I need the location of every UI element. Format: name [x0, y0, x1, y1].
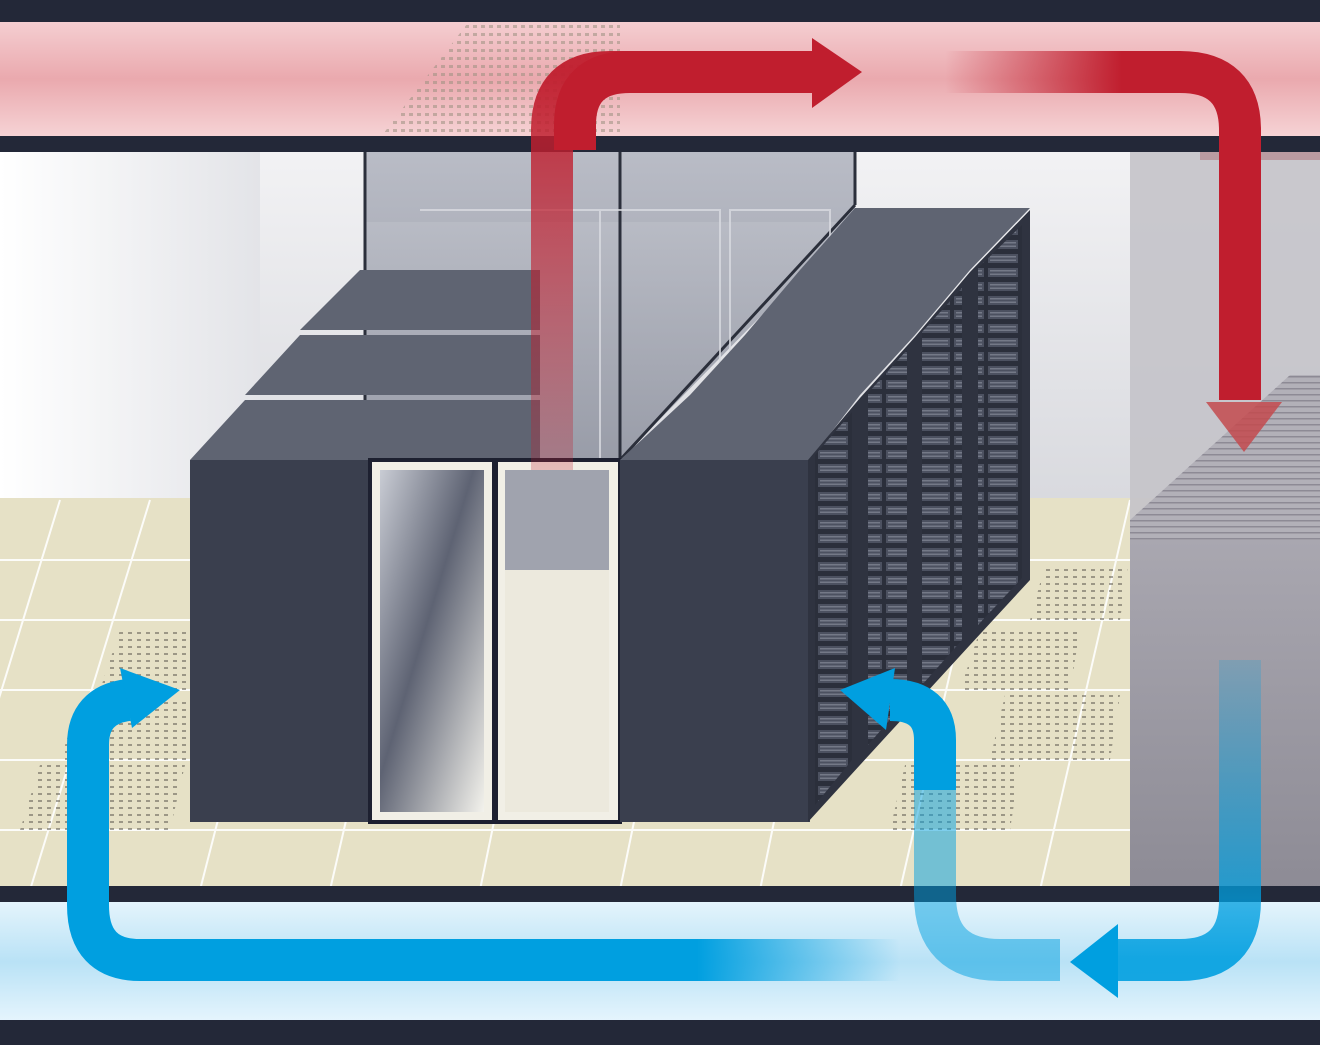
hot-air-to-crac-arrowhead [1206, 402, 1282, 452]
perforated-tile [1030, 565, 1128, 620]
server-rack-row-right [620, 208, 1030, 822]
crac-intake-grille [1130, 375, 1320, 540]
cold-air-arrowhead-floor [1070, 924, 1118, 998]
floor-bottom-bar [0, 1020, 1320, 1045]
hot-air-arrowhead [812, 38, 862, 108]
server-rack-row-left [190, 270, 540, 822]
cold-air-flow [67, 660, 1261, 998]
server-units [815, 225, 1022, 805]
ceiling-top-bar [0, 0, 1320, 22]
crac-unit [1130, 20, 1320, 890]
ceiling-plenum-divider [0, 136, 1320, 152]
containment-door-left [380, 470, 484, 812]
cold-air-arrowhead-left-rack [120, 668, 180, 728]
aisle-containment-doors [368, 458, 622, 824]
cold-air-arrowhead-right-rack [840, 668, 895, 730]
perforated-tile [960, 630, 1080, 690]
perforated-tile [990, 695, 1120, 760]
floor-plenum-divider [0, 886, 1320, 902]
containment-door-right [505, 470, 609, 570]
hot-air-flow [531, 38, 1282, 470]
